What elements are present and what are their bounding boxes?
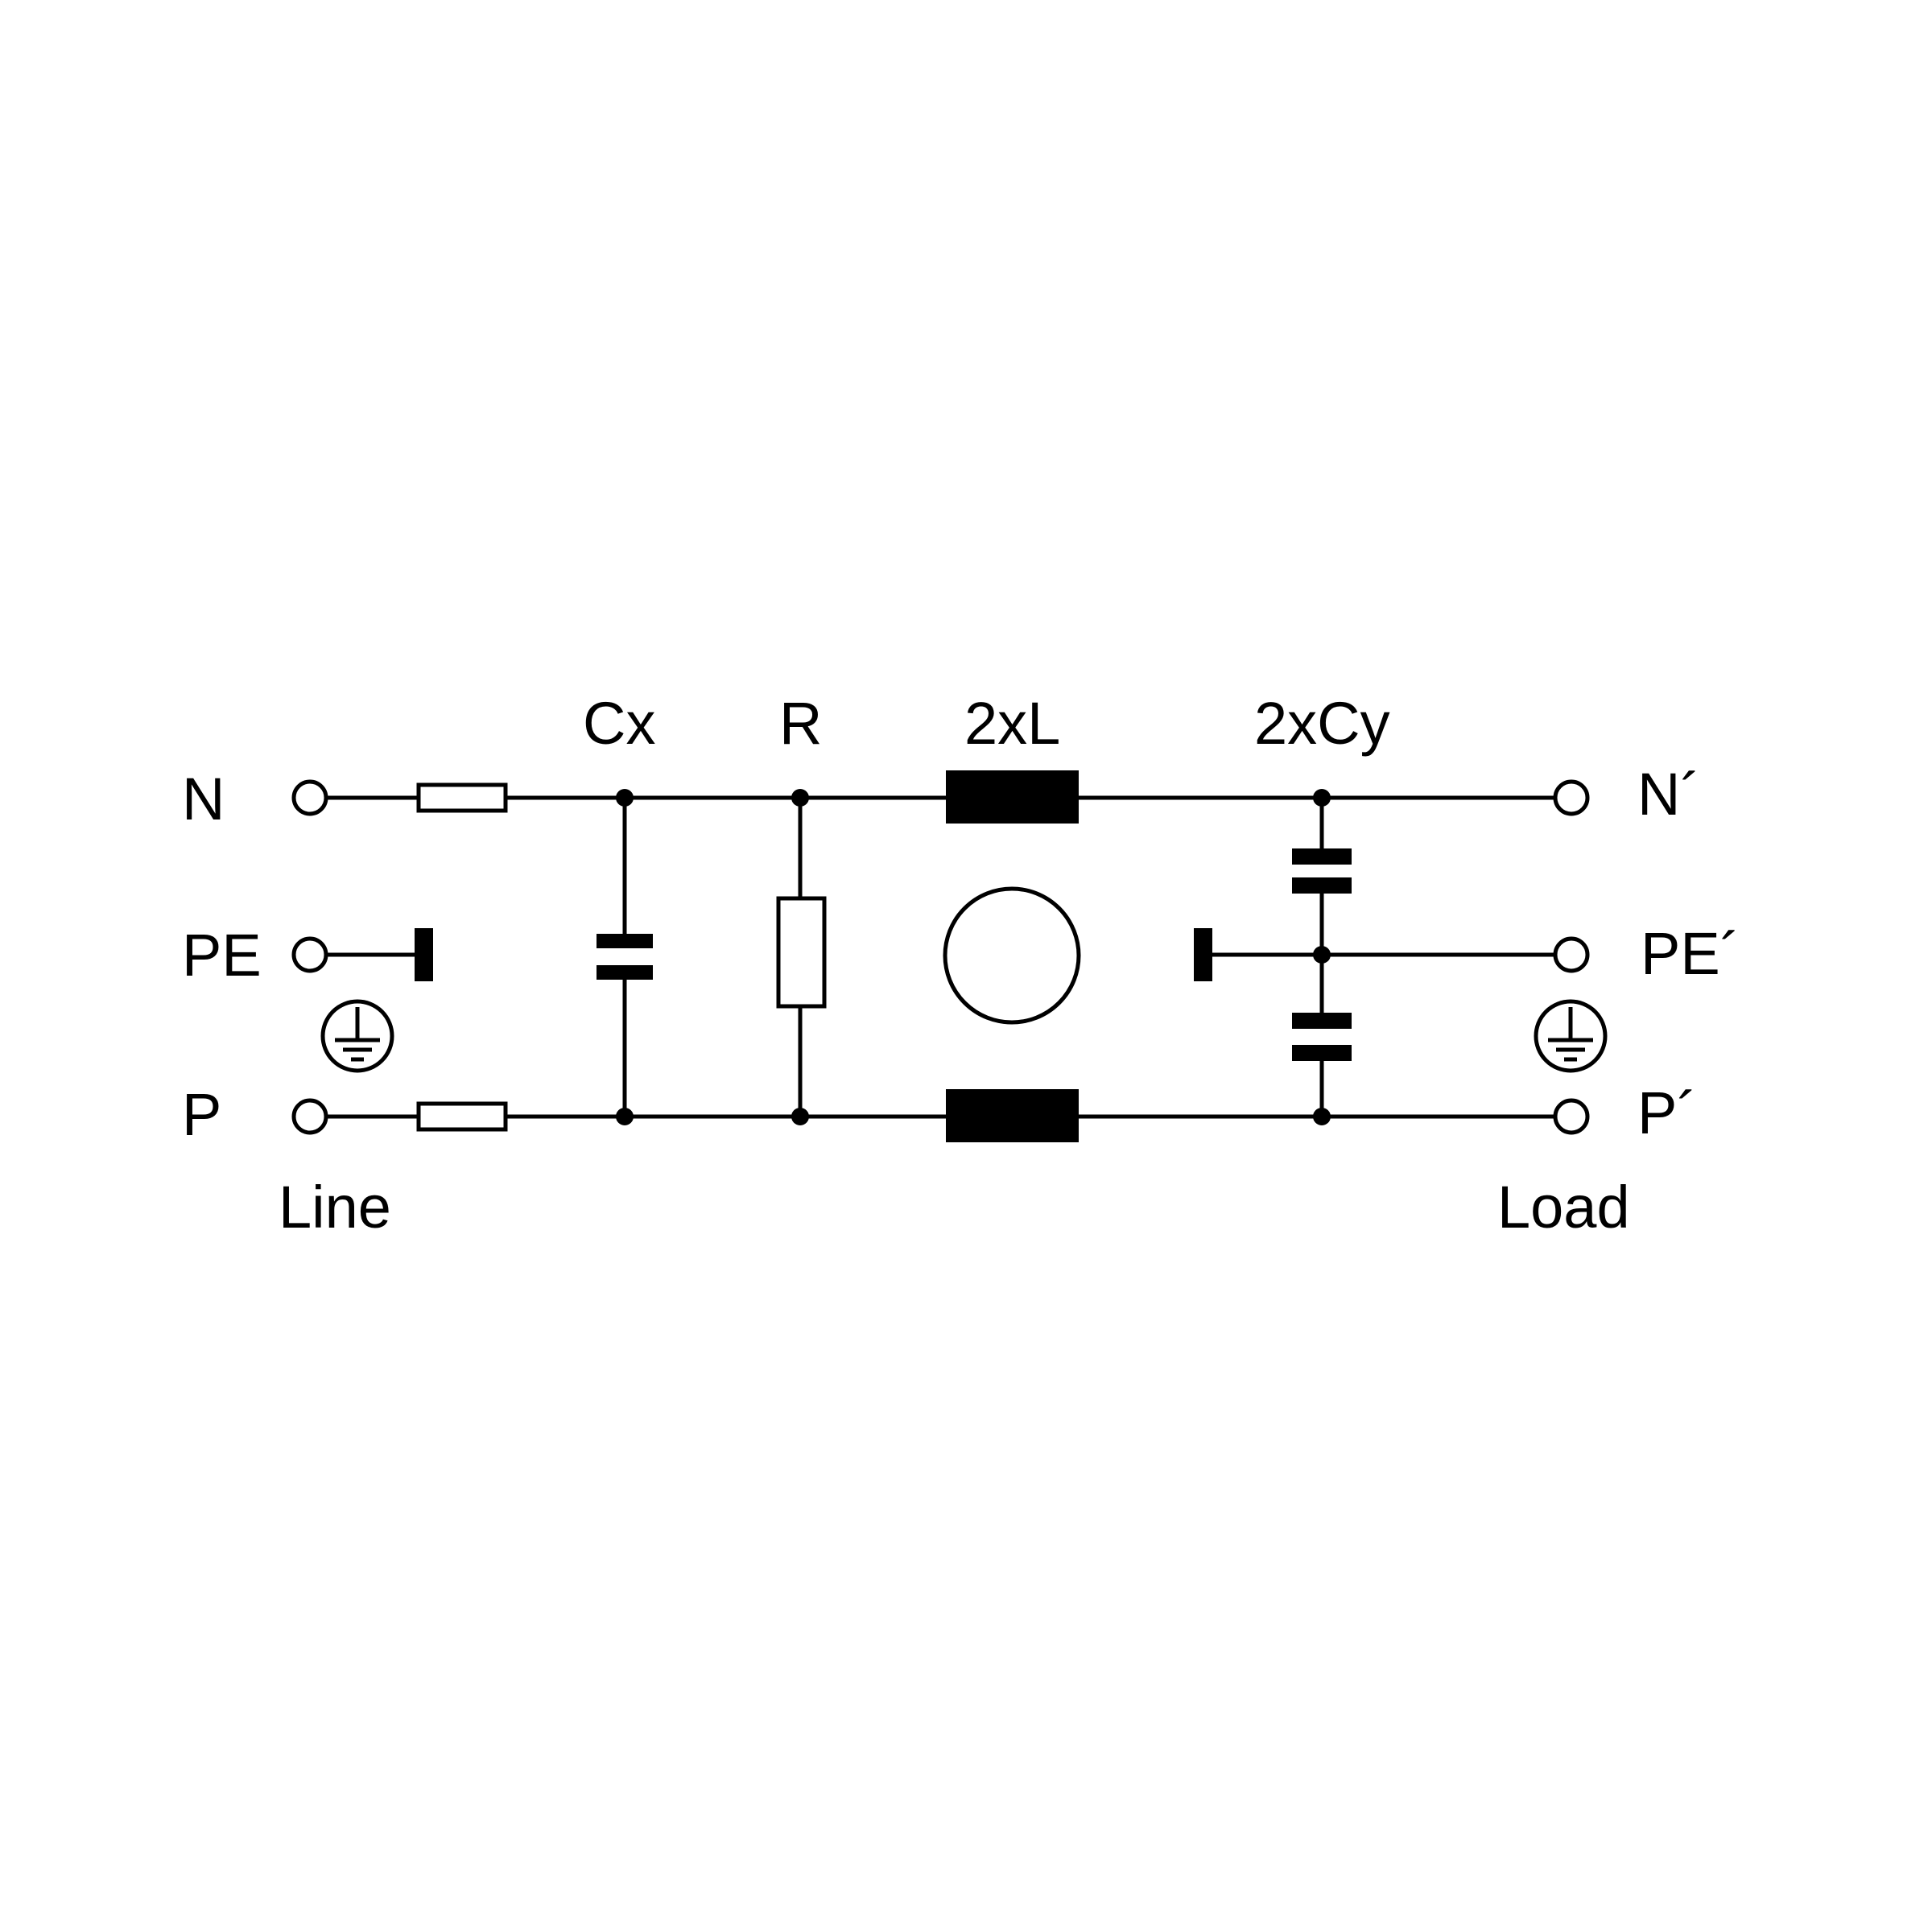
label-terminal-n-load: N´ bbox=[1637, 761, 1700, 828]
label-component-r: R bbox=[779, 690, 822, 757]
earth-line-icon bbox=[320, 999, 394, 1073]
inductor-p-icon bbox=[946, 1089, 1079, 1142]
terminal-pe-line-icon bbox=[291, 936, 328, 973]
junction-dot-icon bbox=[1313, 946, 1331, 964]
wires bbox=[322, 795, 1554, 1119]
capacitor-cy-lower-icon bbox=[1292, 1013, 1352, 1061]
label-terminal-pe-line: PE bbox=[182, 922, 262, 989]
junction-dot-icon bbox=[616, 1108, 634, 1125]
pe-chassis-load-icon bbox=[1194, 928, 1212, 981]
inductor-n-icon bbox=[946, 770, 1079, 824]
earth-load-icon bbox=[1534, 999, 1608, 1073]
capacitor-cy-upper-icon bbox=[1292, 848, 1352, 894]
label-component-cx: Cx bbox=[583, 690, 655, 757]
terminal-p-line-icon bbox=[291, 1098, 328, 1135]
fuse-n-icon bbox=[416, 782, 508, 813]
label-side-line: Line bbox=[279, 1174, 391, 1241]
label-terminal-n-line: N bbox=[182, 766, 225, 832]
label-terminal-pe-load: PE´ bbox=[1641, 920, 1740, 987]
label-side-load: Load bbox=[1497, 1174, 1630, 1241]
label-component-l: 2xL bbox=[964, 690, 1060, 757]
junction-dot-icon bbox=[1313, 1108, 1331, 1125]
label-terminal-p-load: P´ bbox=[1637, 1080, 1697, 1146]
label-terminal-p-line: P bbox=[182, 1081, 221, 1148]
core-icon bbox=[943, 886, 1081, 1025]
junction-dot-icon bbox=[791, 789, 809, 807]
terminal-n-load-icon bbox=[1553, 779, 1590, 816]
junction-dot-icon bbox=[616, 789, 634, 807]
capacitor-cx-icon bbox=[597, 934, 653, 980]
terminal-pe-load-icon bbox=[1553, 936, 1590, 973]
terminal-p-load-icon bbox=[1553, 1098, 1590, 1135]
junction-dot-icon bbox=[1313, 789, 1331, 807]
resistor-r-icon bbox=[776, 896, 827, 1009]
label-component-cy: 2xCy bbox=[1254, 690, 1390, 757]
junction-dot-icon bbox=[791, 1108, 809, 1125]
terminal-n-line-icon bbox=[291, 779, 328, 816]
fuse-p-icon bbox=[416, 1101, 508, 1132]
pe-chassis-line-icon bbox=[415, 928, 433, 981]
junctions bbox=[616, 789, 1331, 1125]
